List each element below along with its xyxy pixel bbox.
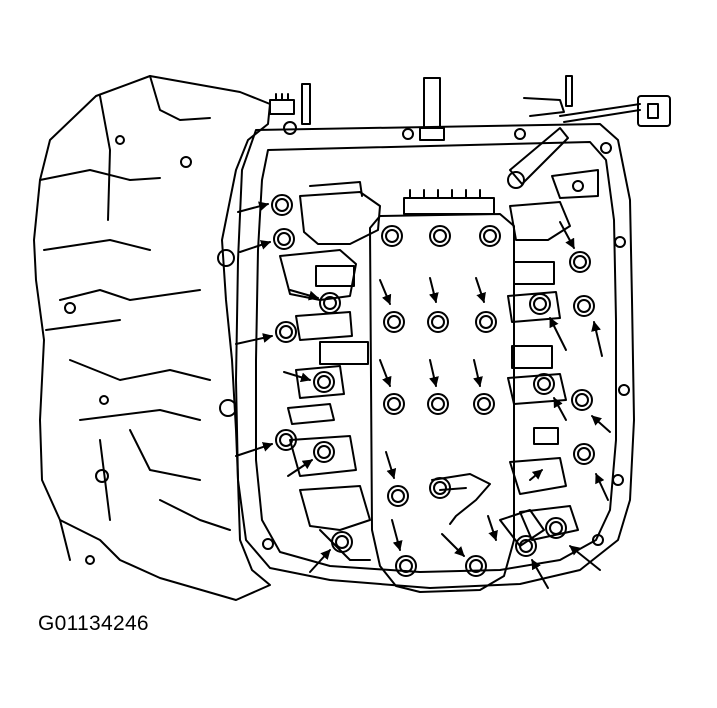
valve-body-right [499,201,579,547]
bolt-3 [319,292,341,314]
transmission-case [33,75,271,601]
arrow-21 [595,473,609,501]
bolt-29 [573,443,595,465]
arrow-12 [379,359,392,387]
arrow-5 [283,371,311,383]
bolt-24 [569,251,591,273]
arrow-4 [235,333,273,345]
bolt-27 [533,373,555,395]
bolt-8 [331,531,353,553]
strainer-plate [369,189,515,593]
bolt-17 [473,393,495,415]
bolt-26 [573,295,595,317]
bolt-16 [427,393,449,415]
arrow-15 [385,451,397,479]
bolt-9 [381,225,403,247]
bolt-19 [429,477,451,499]
arrow-group [235,201,611,589]
arrow-20 [569,545,601,571]
arrow-23 [591,321,603,357]
bolt-14 [475,311,497,333]
bolt-7 [313,441,335,463]
arrow-6 [235,442,273,457]
bolt-12 [383,311,405,333]
arrow-22 [591,415,611,433]
arrow-10 [428,277,439,303]
arrow-24 [549,317,567,351]
arrow-2 [239,240,271,253]
arrow-26 [559,221,575,249]
bolt-11 [479,225,501,247]
arrow-16 [391,519,403,551]
arrow-13 [429,359,439,387]
bolt-1 [271,194,293,216]
valve-body-left [279,181,381,561]
arrow-27 [529,469,543,481]
bolt-13 [427,311,449,333]
bolt-23 [545,517,567,539]
arrow-7 [287,459,313,477]
arrow-9 [379,279,392,305]
bolt-25 [529,293,551,315]
bolt-20 [395,555,417,577]
arrow-8 [309,549,331,573]
arrow-19 [531,559,549,589]
arrow-11 [475,277,486,303]
arrow-17 [441,533,465,557]
arrow-18 [487,515,498,541]
bolt-28 [571,389,593,411]
bolt-21 [465,555,487,577]
bolt-group [271,194,595,577]
bolt-15 [383,393,405,415]
arrow-1 [237,201,269,213]
pan-flange [217,121,635,589]
top-components [269,75,671,199]
arrow-14 [473,359,483,387]
bolt-10 [429,225,451,247]
bolt-22 [515,535,537,557]
arrow-25 [553,397,567,421]
bolt-4 [275,321,297,343]
bolt-6 [275,429,297,451]
bolt-5 [313,371,335,393]
bolt-18 [387,485,409,507]
bolt-2 [273,228,295,250]
figure-id-label: G01134246 [38,612,149,635]
arrow-3 [289,289,319,301]
